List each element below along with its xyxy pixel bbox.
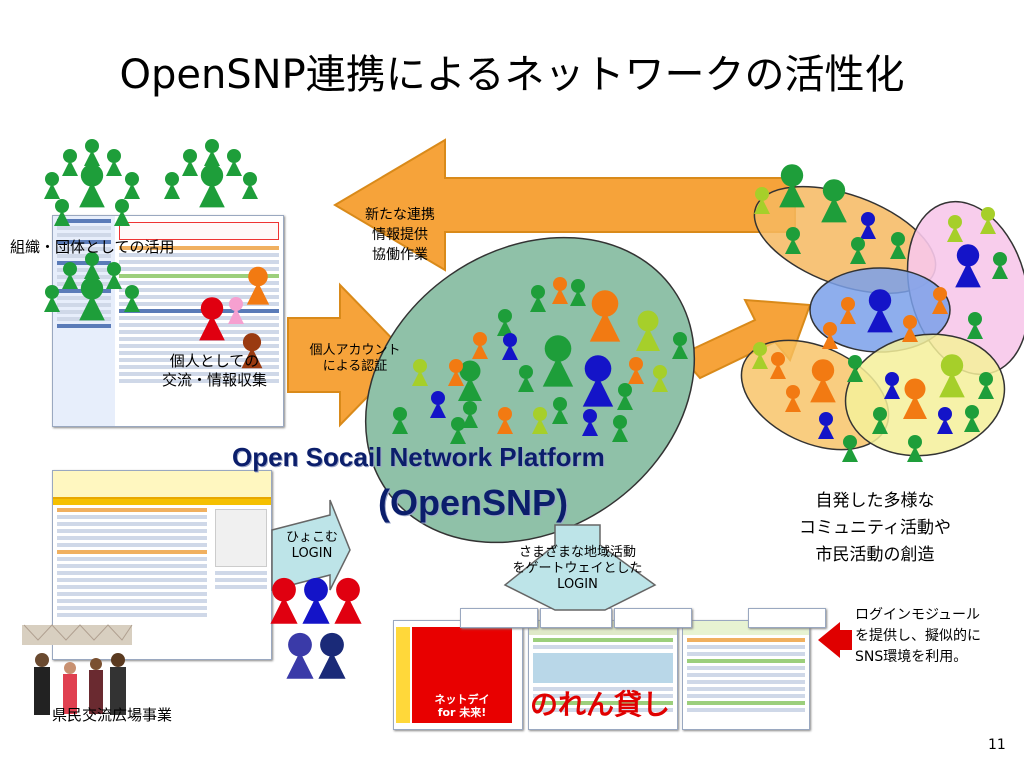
small-site-screenshot-4 [748,608,826,628]
gateway-line1: さまざまな地域活動 [518,545,636,560]
hiyokomu-login-text: ひょこむ LOGIN [272,530,352,562]
hiyokomu-line2: LOGIN [291,546,333,561]
community-creation-text: 自発した多様な コミュニティ活動や 市民活動の創造 [775,488,975,569]
auth-line1: 個人アカウント [309,343,401,358]
slide-title: OpenSNP連携によるネットワークの活性化 [119,52,905,98]
hiyokomu-line1: ひょこむ [285,530,338,545]
platform-abbr: (OpenSNP) [378,482,569,523]
small-site-screenshot-1 [460,608,538,628]
people-group-hiyokomu [270,577,362,679]
netday-site-screenshot: ネットデイ for 未来! [393,620,523,730]
collaboration-line2: 情報提供 [372,227,428,243]
people-group-organization-2 [164,139,258,208]
personal-use-label: 個人としての 交流・情報収集 [162,352,267,390]
module-line1: ログインモジュール [855,607,981,623]
collaboration-line3: 協働作業 [372,247,428,263]
people-group-communities [752,164,1008,462]
community-line3: 市民活動の創造 [815,545,935,565]
community-line2: コミュニティ活動や [799,518,951,538]
org-use-label: 組織・団体としての活用 [10,238,175,256]
personal-use-line1: 個人としての [169,352,260,370]
community-arrow [678,298,812,380]
community-site-screenshot-2 [682,620,810,730]
gateway-line2: をゲートウェイとした [512,561,643,576]
people-group-individuals [199,266,270,369]
banner-line1: ネットデイ [434,693,490,706]
people-group-organization-3 [44,252,140,321]
gateway-login-arrow [503,524,657,611]
hiyokomu-site-screenshot [52,470,272,660]
banner-line2: for 未来! [437,706,487,719]
module-line3: SNS環境を利用。 [855,649,968,665]
gateway-line3: LOGIN [557,577,598,592]
org-site-screenshot [52,215,284,427]
collaboration-line1: 新たな連携 [365,207,435,223]
plaza-label: 県民交流広場事業 [52,706,173,724]
module-line2: を提供し、擬似的に [855,628,981,644]
platform-name: Open Socail Network Platform [232,442,605,472]
gateway-login-text: さまざまな地域活動 をゲートウェイとした LOGIN [495,545,660,593]
plaza-people-illustration [22,624,133,715]
auth-text: 個人アカウント による認証 [300,343,410,375]
collaboration-text: 新たな連携 情報提供 協働作業 [345,205,455,265]
people-group-platform [392,277,688,444]
people-group-organization-1 [44,139,140,226]
auth-line2: による認証 [322,359,388,374]
small-site-screenshot-3 [614,608,692,628]
page-number: 11 [988,737,1006,753]
login-module-text: ログインモジュール を提供し、擬似的に SNS環境を利用。 [855,605,981,668]
personal-use-line2: 交流・情報収集 [162,371,268,389]
noren-label: のれん貸し [530,688,671,721]
module-arrow [818,622,852,658]
community-line1: 自発した多様な [815,491,935,511]
